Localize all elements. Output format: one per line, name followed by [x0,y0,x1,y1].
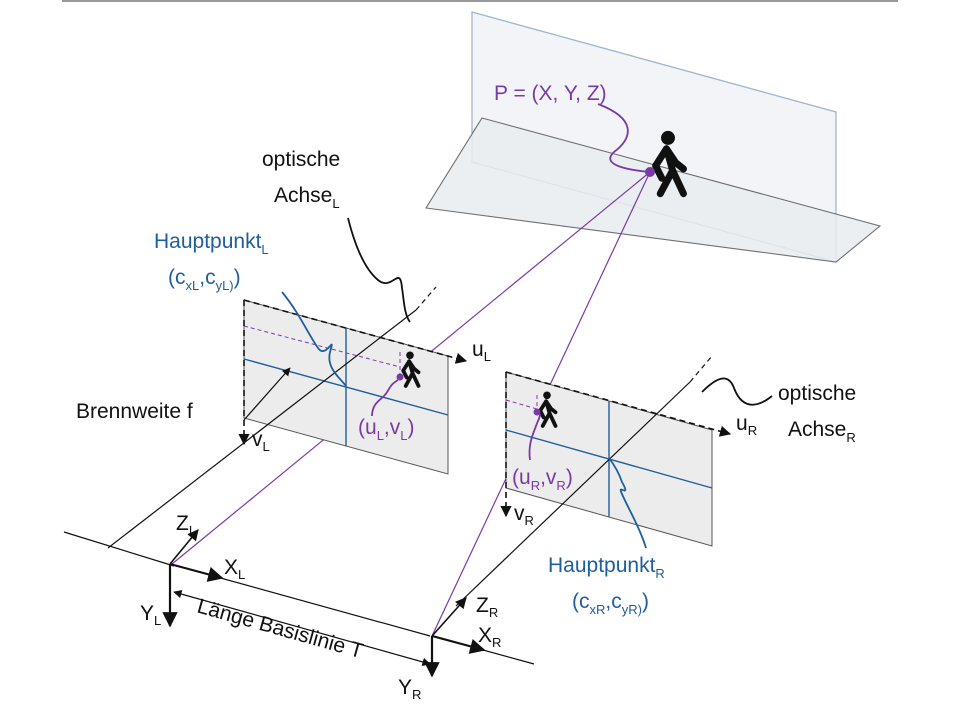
principal-left-coord: (cxL,cyL)) [168,266,241,293]
optical-axis-left-label-2: AchseL [274,184,340,211]
optical-axis-right-label-2: AchseR [788,418,856,445]
right-dashed-proj-h [505,399,538,410]
left-z-label: ZL [176,512,196,538]
proj-left-leader [371,379,399,417]
left-image-plane [243,299,449,475]
right-cam-z-axis [431,597,467,637]
left-u-axis [243,299,468,364]
right-x-label: XR [478,624,501,650]
baseline-label: Länge Basislinie T [195,595,366,664]
principal-right-coord: (cxR,cyR)) [572,590,649,617]
principal-right-leader [608,457,647,549]
right-u-label: uR [736,412,757,438]
principal-left-leader [281,291,347,387]
optical-axis-right-label-1: optische [778,382,856,405]
right-optical-axis-dashed [689,355,713,383]
point-p-leader [597,103,651,173]
left-dashed-proj-h [243,325,401,368]
optical-axis-right-leader [701,377,773,406]
principal-left-title: HauptpunktL [154,230,269,257]
right-v-label: vR [514,502,534,528]
principal-right-title: HauptpunktR [548,554,665,581]
baseline-length-arrow [173,590,431,666]
proj-right-leader [528,413,541,461]
optical-axis-left-label-1: optische [262,148,340,171]
point-p-label: P = (X, Y, Z) [494,82,607,105]
proj-right-label: (uR,vR) [512,466,573,493]
left-optical-axis-dashed [415,286,437,311]
right-u-axis [505,371,732,437]
baseline-rail-left [63,531,175,567]
right-optical-axis [455,381,691,607]
left-x-label: XL [224,556,245,582]
right-y-label: YR [398,676,421,702]
left-v-label: vL [252,428,270,454]
optical-axis-left-leader [347,217,411,323]
right-z-label: ZR [476,594,498,620]
left-cam-z-axis [169,529,199,565]
left-y-label: YL [140,602,161,628]
right-cam-x-axis [431,634,486,654]
left-proj-point [396,373,404,381]
focal-length-arrow [243,367,291,421]
focal-length-label: Brennweite f [76,400,193,423]
right-proj-point [533,408,541,416]
left-cam-x-axis [169,562,224,582]
left-u-label: uL [472,338,491,364]
proj-left-label: (uL,vL) [358,416,415,443]
ground-plane [425,117,882,263]
left-optical-axis [107,309,417,549]
